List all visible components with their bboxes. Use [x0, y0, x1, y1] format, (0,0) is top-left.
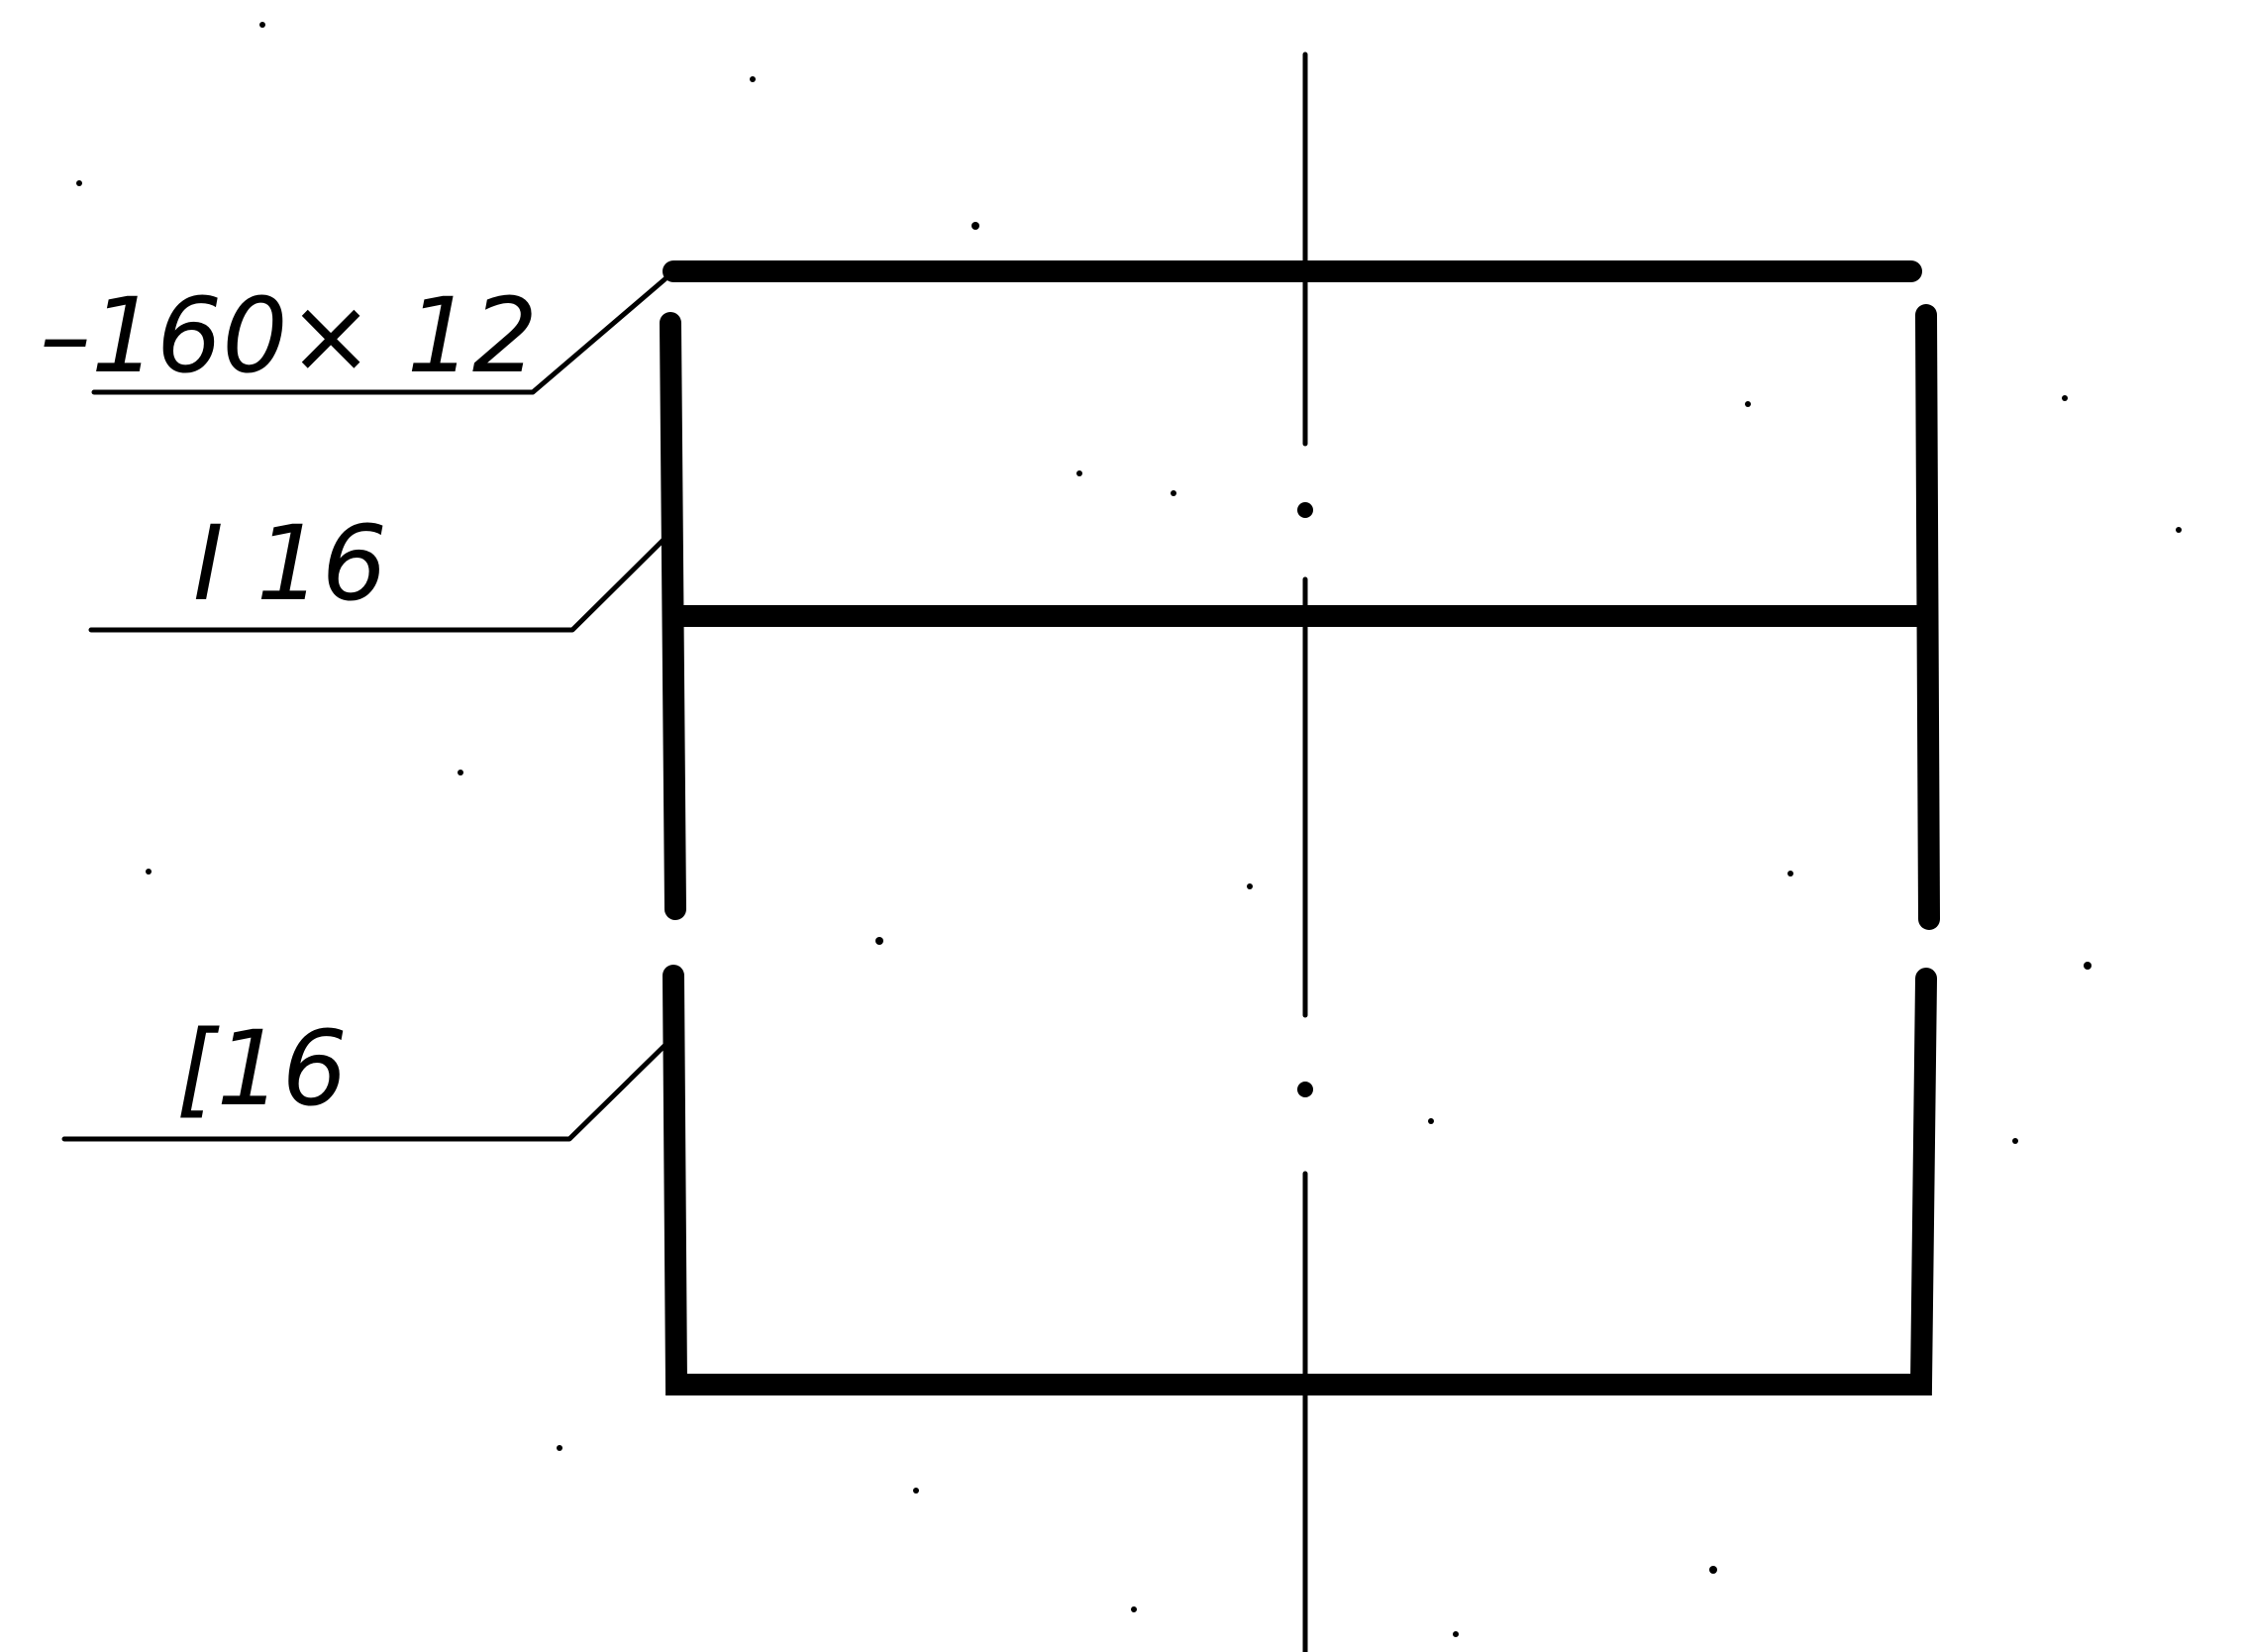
- channel-leader: [61, 1037, 673, 1142]
- ibeam-leader: [88, 532, 671, 633]
- speck: [2012, 1138, 2018, 1144]
- speck: [2062, 395, 2068, 401]
- symmetry-axis: [1297, 52, 1313, 1652]
- speck: [1131, 1606, 1137, 1612]
- plate-leader: [91, 266, 679, 395]
- ibeam-label: I 16: [193, 503, 387, 624]
- speck: [76, 180, 82, 186]
- speck: [971, 222, 979, 230]
- speck: [146, 869, 152, 875]
- scan-specks: [76, 22, 2182, 1637]
- speck: [1247, 883, 1253, 889]
- speck: [1709, 1566, 1717, 1574]
- speck: [1745, 401, 1751, 407]
- speck: [458, 770, 463, 775]
- axis-dot-1: [1297, 502, 1313, 518]
- speck: [1428, 1118, 1434, 1124]
- channel-section: [663, 965, 1937, 1395]
- speck: [875, 937, 883, 945]
- speck: [750, 76, 756, 82]
- speck: [1453, 1631, 1459, 1637]
- speck: [913, 1488, 919, 1494]
- speck: [2176, 527, 2182, 533]
- speck: [1076, 470, 1082, 476]
- channel-label: [16: [176, 1008, 348, 1129]
- speck: [2084, 962, 2092, 970]
- plate-label: –160× 12: [40, 275, 538, 396]
- speck: [1171, 490, 1176, 496]
- speck: [259, 22, 265, 28]
- speck: [1787, 871, 1793, 877]
- axis-dot-2: [1297, 1082, 1313, 1097]
- speck: [557, 1445, 562, 1451]
